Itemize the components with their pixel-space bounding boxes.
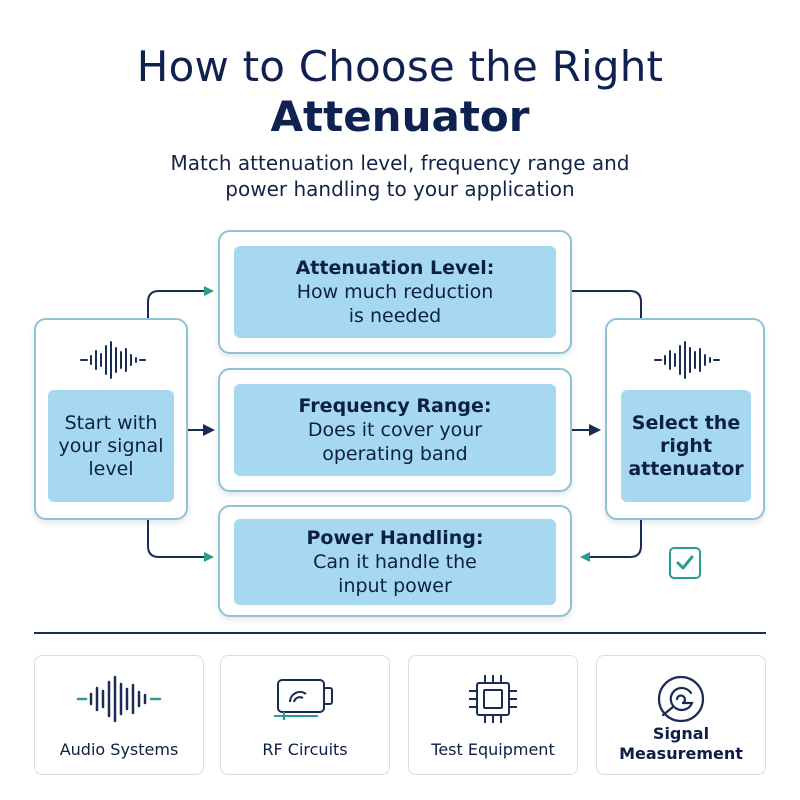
end-card: Select the right attenuator [605, 318, 765, 520]
title-line-2: Attenuator [270, 92, 530, 141]
start-text-box: Start with your signal level [48, 390, 174, 502]
end-line-1: Select the [631, 411, 741, 434]
waveform-icon [35, 668, 203, 730]
step-text-box-attenuation: Attenuation Level: How much reduction is… [234, 246, 556, 338]
start-card: Start with your signal level [34, 318, 188, 520]
section-divider [34, 632, 766, 634]
waveform-icon [80, 341, 146, 379]
step-heading-power: Power Handling: [306, 527, 484, 549]
app-label-signal-measurement: Signal Measurement [597, 724, 765, 764]
step-line-power-2: input power [338, 575, 452, 597]
end-line-2: right [659, 434, 713, 457]
app-label-signal-measurement-line-2: Measurement [619, 744, 743, 763]
app-card-signal-measurement: Signal Measurement [596, 655, 766, 775]
app-label-rf-circuits: RF Circuits [262, 740, 348, 759]
subtitle: Match attenuation level, frequency range… [0, 150, 800, 202]
step-text-box-power: Power Handling: Can it handle the input … [234, 519, 556, 605]
app-card-test-equipment: Test Equipment [408, 655, 578, 775]
step-card-attenuation: Attenuation Level: How much reduction is… [218, 230, 572, 354]
chip-icon [409, 668, 577, 730]
step-line-attenuation-2: is needed [348, 305, 442, 327]
step-card-power: Power Handling: Can it handle the input … [218, 505, 572, 617]
connector-attenuation-to-end [572, 290, 642, 318]
end-text-box: Select the right attenuator [621, 390, 751, 502]
subtitle-line-1: Match attenuation level, frequency range… [170, 151, 630, 175]
step-heading-frequency: Frequency Range: [298, 395, 492, 417]
step-heading-attenuation: Attenuation Level: [295, 257, 495, 279]
step-card-frequency: Frequency Range: Does it cover your oper… [218, 368, 572, 492]
connector-end-to-power [580, 520, 642, 562]
rf-circuit-icon [221, 668, 389, 730]
start-line-1: Start with [64, 411, 158, 434]
connector-start-to-power [147, 520, 214, 562]
subtitle-line-2: power handling to your application [225, 177, 575, 201]
app-card-rf-circuits: RF Circuits [220, 655, 390, 775]
end-line-3: attenuator [628, 457, 744, 480]
app-label-audio-systems: Audio Systems [59, 740, 179, 759]
step-text-box-frequency: Frequency Range: Does it cover your oper… [234, 384, 556, 476]
measurement-icon [597, 668, 765, 730]
app-label-test-equipment: Test Equipment [431, 740, 555, 759]
connector-start-to-attenuation [147, 286, 214, 318]
app-label-signal-measurement-line-1: Signal [652, 724, 710, 743]
step-line-frequency-2: operating band [322, 443, 468, 465]
start-line-2: your signal [58, 434, 164, 457]
step-line-power-1: Can it handle the [313, 551, 477, 573]
title-line-1: How to Choose the Right [136, 42, 664, 91]
waveform-icon [654, 341, 720, 379]
start-line-3: level [88, 457, 134, 480]
app-card-audio-systems: Audio Systems [34, 655, 204, 775]
step-line-attenuation-1: How much reduction [296, 281, 494, 303]
step-line-frequency-1: Does it cover your [307, 419, 483, 441]
checkmark-icon [669, 547, 701, 579]
